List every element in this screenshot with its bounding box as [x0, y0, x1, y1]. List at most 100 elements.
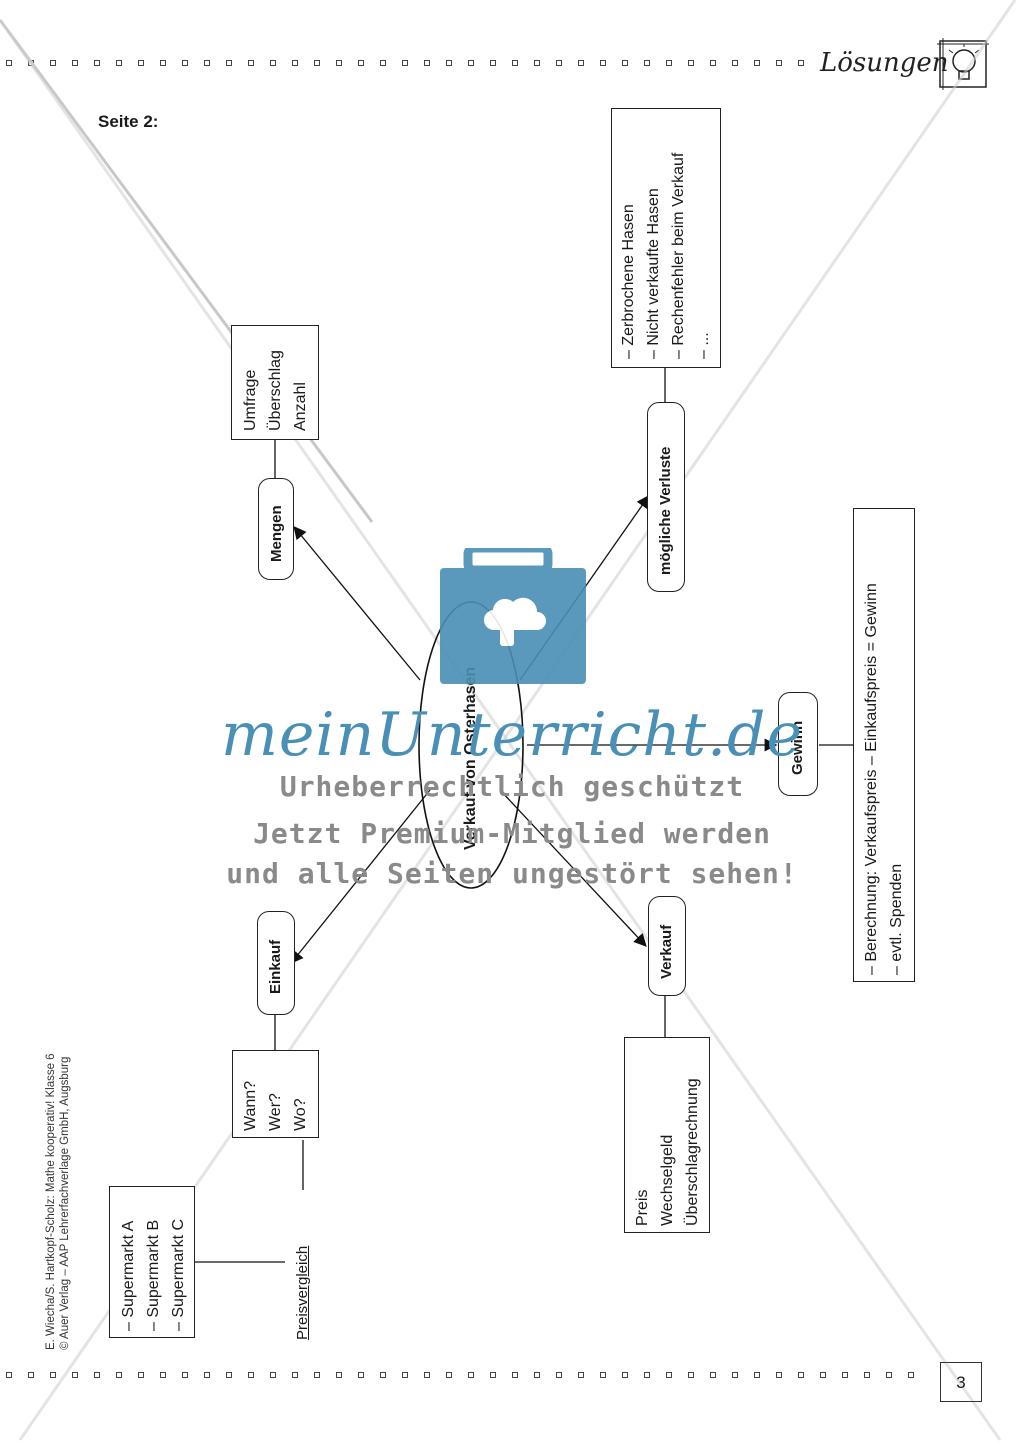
border-dot [732, 1372, 738, 1378]
border-dot [776, 60, 782, 66]
border-dot [600, 60, 606, 66]
border-dot [94, 1372, 100, 1378]
border-dot [446, 60, 452, 66]
einkauf-item: Wo? [292, 1098, 309, 1131]
verluste-item: – ... [695, 332, 712, 359]
einkauf-details-box: Wann? Wer? Wo? [232, 1050, 319, 1138]
border-dot [622, 1372, 628, 1378]
border-dot [292, 1372, 298, 1378]
border-dot [402, 1372, 408, 1378]
border-dot [380, 60, 386, 66]
border-dot [842, 1372, 848, 1378]
border-dot [248, 60, 254, 66]
page-number: 3 [940, 1362, 982, 1402]
border-dot [512, 60, 518, 66]
mengen-details-box: Umfrage Überschlag Anzahl [231, 325, 319, 440]
border-dot [666, 1372, 672, 1378]
node-mengen: Mengen [258, 478, 294, 580]
border-dot [820, 1372, 826, 1378]
watermark-line-3: und alle Seiten ungestört sehen! [226, 857, 798, 890]
border-dot [644, 1372, 650, 1378]
border-dot [754, 1372, 760, 1378]
border-dot [204, 1372, 210, 1378]
border-dot [116, 1372, 122, 1378]
briefcase-cloud-icon [440, 548, 586, 684]
border-dot [798, 1372, 804, 1378]
border-dot [6, 1372, 12, 1378]
border-dot [864, 1372, 870, 1378]
verkauf-details-box: Preis Wechselgeld Überschlagrechnung [624, 1037, 710, 1233]
border-dot [600, 1372, 606, 1378]
border-dot [358, 1372, 364, 1378]
border-dot [490, 60, 496, 66]
einkauf-item: Wer? [267, 1093, 284, 1131]
mengen-item: Anzahl [292, 382, 309, 431]
node-verkauf: Verkauf [648, 896, 686, 996]
border-dot [138, 60, 144, 66]
node-einkauf: Einkauf [257, 911, 295, 1015]
border-dot [644, 60, 650, 66]
preisvergleich-item: – Supermarkt B [145, 1219, 162, 1331]
border-dot [688, 60, 694, 66]
verkauf-item: Überschlagrechnung [684, 1078, 701, 1226]
border-dot [28, 1372, 34, 1378]
node-verkauf-label: Verkauf [658, 924, 675, 979]
border-dot [50, 1372, 56, 1378]
border-dot [94, 60, 100, 66]
border-dot [776, 1372, 782, 1378]
border-dot [292, 60, 298, 66]
node-gewinn: Gewinn [778, 692, 818, 796]
border-dot [754, 60, 760, 66]
border-dot [534, 1372, 540, 1378]
border-dot [336, 60, 342, 66]
preisvergleich-details-box: – Supermarkt A – Supermarkt B – Supermar… [109, 1186, 195, 1338]
border-dot [534, 60, 540, 66]
border-dot [578, 60, 584, 66]
border-dot [468, 60, 474, 66]
node-mengen-label: Mengen [268, 505, 285, 562]
verluste-item: – Nicht verkaufte Hasen [645, 188, 662, 359]
border-dot [50, 60, 56, 66]
section-label: Seite 2: [98, 112, 159, 131]
border-dot [710, 60, 716, 66]
header-title: Lösungen [820, 48, 949, 78]
border-dot [226, 60, 232, 66]
border-dot [402, 60, 408, 66]
border-dot [556, 60, 562, 66]
border-dot [688, 1372, 694, 1378]
node-einkauf-label: Einkauf [267, 939, 284, 994]
einkauf-item: Wann? [242, 1080, 259, 1131]
border-dot [358, 60, 364, 66]
bottom-dotted-border [0, 1372, 1024, 1386]
border-dot [798, 60, 804, 66]
border-dot [270, 60, 276, 66]
border-dot [270, 1372, 276, 1378]
preisvergleich-item: – Supermarkt A [120, 1220, 137, 1331]
border-dot [622, 60, 628, 66]
border-dot [182, 60, 188, 66]
border-dot [710, 1372, 716, 1378]
border-dot [6, 60, 12, 66]
border-dot [248, 1372, 254, 1378]
border-dot [314, 60, 320, 66]
border-dot [380, 1372, 386, 1378]
border-dot [578, 1372, 584, 1378]
node-moegliche-verluste: mögliche Verluste [647, 402, 685, 592]
border-dot [160, 1372, 166, 1378]
border-dot [908, 1372, 914, 1378]
border-dot [336, 1372, 342, 1378]
border-dot [182, 1372, 188, 1378]
preisvergleich-label: Preisvergleich [294, 1245, 311, 1340]
mengen-item: Umfrage [242, 369, 259, 431]
border-dot [226, 1372, 232, 1378]
border-dot [490, 1372, 496, 1378]
top-dotted-border [0, 60, 1024, 74]
node-verluste-label: mögliche Verluste [657, 446, 674, 575]
preisvergleich-item: – Supermarkt C [170, 1218, 187, 1331]
border-dot [666, 60, 672, 66]
watermark-line-1: Urheberrechtlich geschützt [279, 770, 745, 803]
border-dot [314, 1372, 320, 1378]
border-dot [116, 60, 122, 66]
mengen-item: Überschlag [267, 350, 284, 431]
verkauf-item: Preis [634, 1189, 651, 1226]
